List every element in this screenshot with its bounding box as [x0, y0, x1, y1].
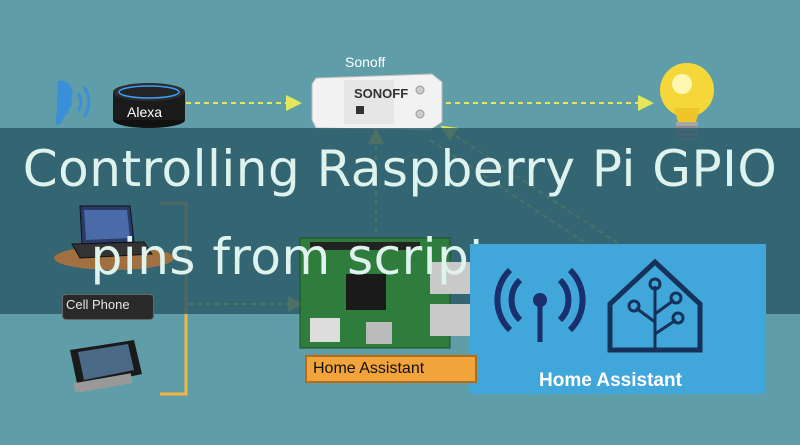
sonoff-label: Sonoff: [345, 54, 386, 70]
cell-phone-icon: [70, 340, 142, 392]
sonoff-switch-icon: SONOFF: [311, 73, 443, 131]
cell-phone-label: Cell Phone: [66, 297, 130, 312]
home-assistant-orange-label: Home Assistant: [305, 355, 477, 383]
home-assistant-logo-icon: [607, 258, 703, 353]
title-line-2: pins from script: [90, 228, 490, 286]
title-line-1: Controlling Raspberry Pi GPIO: [22, 140, 778, 198]
raspberry-pi-icon: [299, 237, 480, 349]
svg-text:SONOFF: SONOFF: [354, 86, 408, 101]
voice-icon: [56, 80, 91, 125]
laptop-icon: [54, 205, 174, 270]
cell-phone-label-box: [62, 294, 154, 320]
wifi-icon: [494, 267, 586, 342]
home-assistant-panel-label: Home Assistant: [539, 370, 682, 391]
alexa-label: Alexa: [127, 104, 163, 120]
echo-dot-icon: [113, 83, 185, 128]
